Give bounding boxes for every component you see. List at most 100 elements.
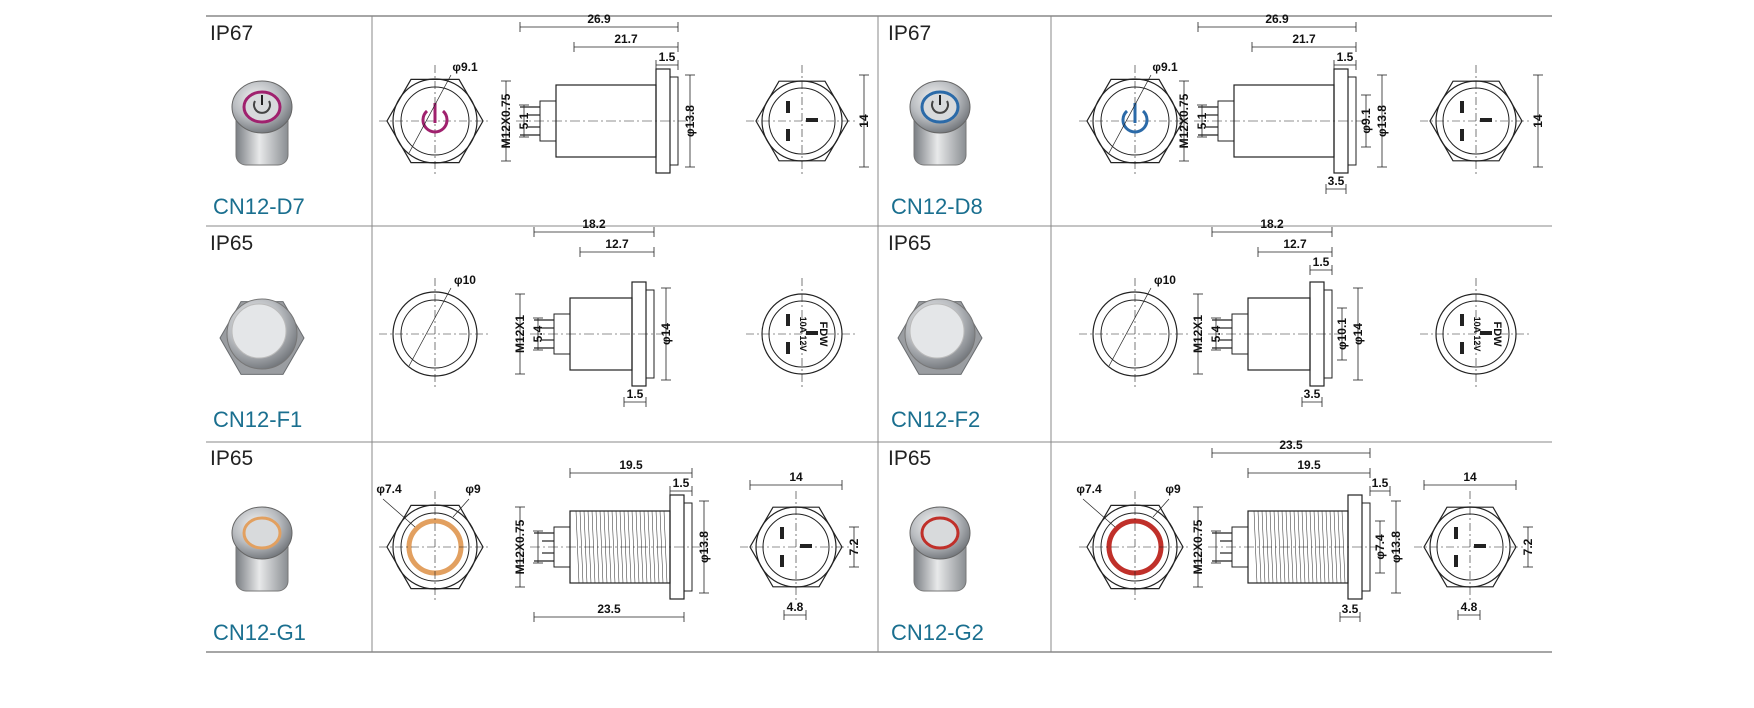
power-symbol-icon [253,100,271,114]
dimension-label: 23.5 [1279,438,1303,452]
dimension-label: φ10 [454,273,476,287]
terminal-pin [1474,544,1486,548]
dimension-label: φ9.1 [1152,60,1178,74]
dimension-label: 5.1 [517,112,531,129]
dimension-label: 4.8 [787,600,804,614]
drawing-line [635,510,640,584]
drawing-line [1253,510,1258,584]
terminal-pin [1454,555,1458,567]
rear-hex-outline [755,80,849,162]
cell-r1-left-model: CN12-D7 [213,194,305,219]
dimension-label: 18.2 [582,217,606,231]
drawing-line [1108,74,1152,154]
cell-r2-left-model: CN12-F1 [213,407,303,432]
terminal-pin [1460,342,1464,354]
rear-hex-outline [749,506,843,588]
dimension-label: M12X0.75 [1177,93,1191,148]
dimension-label: φ9.1 [452,60,478,74]
drawing-line [1289,510,1294,584]
terminal-pin [1460,314,1464,326]
dimension-label: M12X0.75 [513,519,527,574]
drawing-line [1108,287,1152,367]
dimension-label: φ9 [1165,482,1181,496]
dimension-label: 1.5 [1313,255,1330,269]
product-actuator [242,90,282,124]
dimension-label: 4.8 [1461,600,1478,614]
dimension-label: 18.2 [1260,217,1284,231]
dimension-label: M12X1 [513,315,527,353]
dimension-label: φ10 [1154,273,1176,287]
cell-r3-left-rating: IP65 [210,447,254,470]
dimension-label: 1.5 [1372,476,1389,490]
terminal-pin [1480,118,1492,122]
dimension-label: φ13.8 [1375,105,1389,137]
drawing-line [647,510,652,584]
dimension-label: φ7.4 [376,482,402,496]
product-actuator [231,303,287,359]
power-symbol-icon [421,109,449,134]
drawing-line [1329,510,1334,584]
dimension-label: 1.5 [659,50,676,64]
dimension-label: 7.2 [847,538,861,555]
dimension-label: 12.7 [1283,237,1307,251]
drawing-line [1277,510,1282,584]
terminal-pin [786,129,790,141]
dimension-label: 5.4 [531,325,545,342]
dimension-label: 21.7 [614,32,638,46]
product-actuator [242,516,282,550]
rear-rating-label: 10A 12V [1472,317,1482,352]
cell-r2-right-rating: IP65 [888,232,932,255]
cell-r1-right-model: CN12-D8 [891,194,983,219]
terminal-pin [786,101,790,113]
drawing-line [408,287,452,367]
dimension-label: M12X0.75 [1191,519,1205,574]
dimension-label: 14 [789,470,803,484]
dimension-label: 12.7 [605,237,629,251]
dimension-label: 14 [1531,114,1545,128]
drawing-line [1325,510,1330,584]
dimension-label: φ13.8 [1389,531,1403,563]
drawing-line [1313,510,1318,584]
cell-r1-right-rating: IP67 [888,22,932,45]
terminal-pin [1460,101,1464,113]
terminal-pin [780,527,784,539]
dimension-label: 5.1 [1195,112,1209,129]
dimension-label: φ7.4 [1373,534,1387,560]
dimension-label: 23.5 [597,602,621,616]
dimension-label: 3.5 [1304,387,1321,401]
dimension-label: 19.5 [1297,458,1321,472]
rear-brand-label: FDW [817,321,829,347]
dimension-label: 1.5 [1337,50,1354,64]
dimension-label: 3.5 [1342,602,1359,616]
cell-r2-left-rating: IP65 [210,232,254,255]
dimension-label: φ14 [659,323,673,345]
drawing-line [611,510,616,584]
power-symbol-icon [1121,109,1149,134]
drawing-line [408,74,452,154]
terminal-pin [786,342,790,354]
drawing-line [1152,498,1170,518]
table-grid [206,15,1552,653]
drawing-line [579,510,584,584]
drawing-line [452,498,470,518]
drawing-line [599,510,604,584]
dimension-label: 26.9 [587,12,611,26]
dimension-label: φ13.8 [683,105,697,137]
dimension-label: 7.2 [1521,538,1535,555]
product-actuator [920,516,960,550]
drawing-line [615,510,620,584]
drawing-line [1082,498,1116,528]
terminal-pin [806,118,818,122]
rear-rating-label: 10A 12V [798,317,808,352]
cell-r1-left-rating: IP67 [210,22,254,45]
drawing-line [651,510,656,584]
dimension-label: φ13.8 [697,531,711,563]
dimension-label: 26.9 [1265,12,1289,26]
terminal-pin [780,555,784,567]
cell-r3-left-model: CN12-G1 [213,620,306,645]
dimension-label: φ9 [465,482,481,496]
